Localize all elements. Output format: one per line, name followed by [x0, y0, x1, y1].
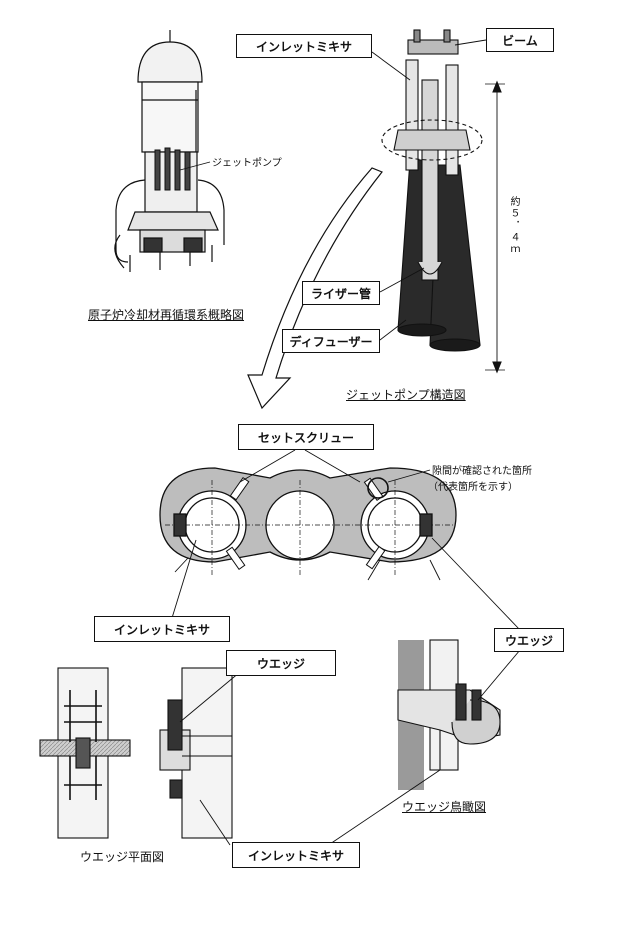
inlet-mixer-label-top: インレットミキサ: [236, 34, 372, 58]
jet-pump-structure-drawing: [371, 29, 505, 374]
diffuser-label: ディフューザー: [282, 329, 380, 353]
wedge-label-birdseye: ウエッジ: [494, 628, 564, 652]
wedge-label-plan: ウエッジ: [226, 650, 336, 676]
gap-location-note: 隙間が確認された箇所: [432, 466, 532, 477]
riser-pipe-label: ライザー管: [302, 281, 380, 305]
height-dimension-label: 約５．４ｍ: [508, 196, 519, 256]
set-screw-label: セットスクリュー: [238, 424, 374, 450]
set-screw-plan-drawing: [159, 449, 521, 631]
inlet-mixer-label-middle: インレットミキサ: [94, 616, 230, 642]
wedge-plan-caption: ウエッジ平面図: [80, 850, 165, 864]
jet-pump-label: ジェットポンプ: [212, 158, 282, 169]
wedge-plan-drawing: [39, 667, 241, 846]
gap-location-subnote: （代表箇所を示す）: [428, 482, 518, 493]
wedge-birdseye-caption: ウエッジ鳥瞰図: [402, 800, 487, 814]
beam-label: ビーム: [486, 28, 554, 52]
jet-pump-structure-caption: ジェットポンプ構造図: [346, 388, 466, 402]
detail-callout-arrow: [247, 167, 383, 410]
inlet-mixer-label-bottom: インレットミキサ: [232, 842, 360, 868]
reactor-vessel-drawing: [114, 30, 225, 272]
recirculation-system-caption: 原子炉冷却材再循環系概略図: [88, 308, 245, 322]
wedge-birdseye-drawing: [329, 639, 521, 845]
